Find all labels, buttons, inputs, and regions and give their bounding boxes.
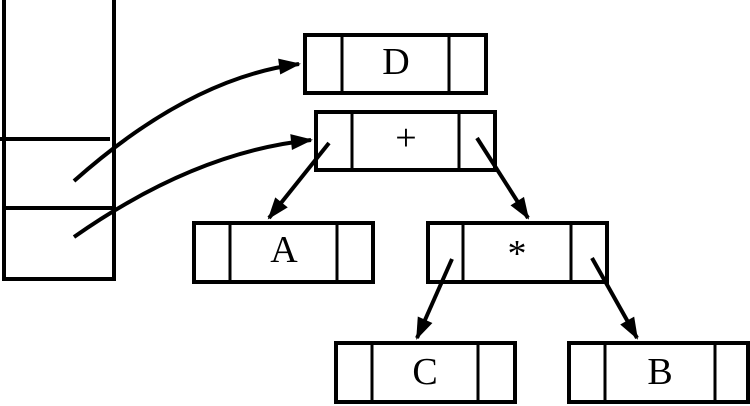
node-d-box [303, 33, 488, 95]
edges [72, 58, 639, 340]
node-c-label: C [412, 351, 437, 393]
node-plus-box [314, 110, 497, 172]
edge-star-to-c [415, 258, 454, 340]
node-c: C [334, 341, 517, 404]
stack [0, 0, 116, 281]
node-a-label: A [270, 229, 298, 271]
node-star: * [426, 221, 609, 284]
edge-plus-to-a [267, 141, 331, 220]
edge-plus-to-star [475, 136, 530, 220]
node-plus: + [314, 110, 497, 172]
node-b: B [567, 341, 750, 404]
node-d: D [303, 33, 488, 95]
node-a: A [192, 221, 375, 284]
node-d-label: D [382, 41, 409, 83]
node-b-box [567, 341, 750, 404]
edge-stack-to-plus [72, 134, 313, 239]
node-star-label: * [508, 233, 527, 275]
edge-star-to-b [590, 257, 639, 340]
node-plus-label: + [395, 117, 416, 159]
node-star-box [426, 221, 609, 284]
node-b-label: B [647, 351, 672, 393]
node-c-box [334, 341, 517, 404]
edge-stack-to-d [72, 58, 301, 183]
node-a-box [192, 221, 375, 284]
